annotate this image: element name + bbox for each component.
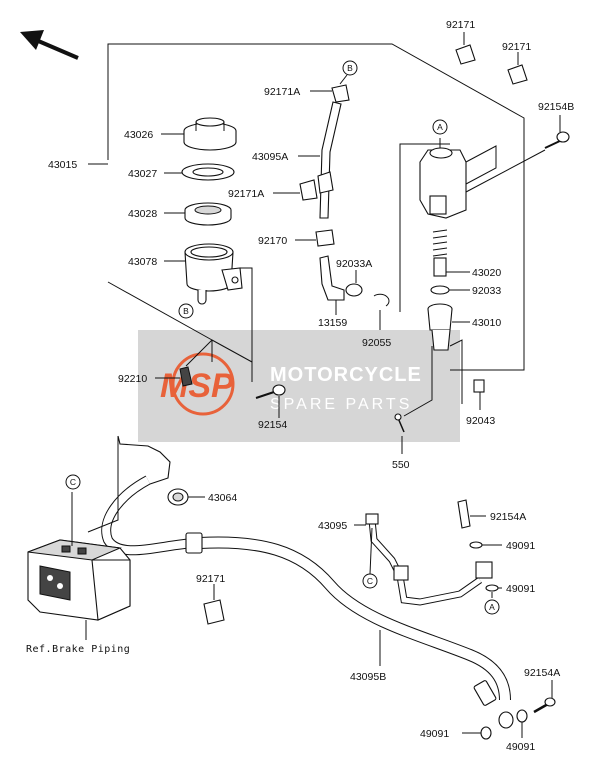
callout-550: 550 bbox=[392, 459, 410, 471]
callout-92171-a: 92171 bbox=[446, 19, 475, 31]
watermark-logo: MSP bbox=[160, 367, 234, 405]
callout-92171-b: 92171 bbox=[502, 41, 531, 53]
callout-92154: 92154 bbox=[258, 419, 287, 431]
clamp-92171-b bbox=[507, 64, 528, 85]
callout-92033A: 92033A bbox=[336, 258, 372, 270]
hose-43095B bbox=[185, 532, 511, 706]
clamp-92171A-mid bbox=[299, 171, 334, 201]
oring-92033A bbox=[345, 283, 363, 297]
clamp-92170 bbox=[315, 229, 335, 247]
diaphragm bbox=[184, 202, 232, 226]
washer-49091-d bbox=[516, 709, 528, 723]
arrow-up-left-icon bbox=[20, 30, 79, 60]
callout-43010: 43010 bbox=[472, 317, 501, 329]
diaphragm-plate bbox=[181, 163, 235, 181]
master-cylinder bbox=[419, 147, 467, 219]
callout-92154A-mid: 92154A bbox=[490, 511, 526, 523]
marker-a-master: A bbox=[432, 119, 448, 135]
grommet-43064 bbox=[167, 488, 189, 506]
svg-text:B: B bbox=[347, 63, 353, 73]
hose-43095A bbox=[319, 101, 342, 219]
callout-43027: 43027 bbox=[128, 168, 157, 180]
abs-unit bbox=[27, 539, 131, 621]
callout-92154A-low: 92154A bbox=[524, 667, 560, 679]
callout-43078: 43078 bbox=[128, 256, 157, 268]
svg-text:C: C bbox=[70, 477, 76, 487]
clamp-92171-a bbox=[455, 44, 476, 65]
svg-text:C: C bbox=[367, 576, 373, 586]
callout-43020: 43020 bbox=[472, 267, 501, 279]
bracket-92210 bbox=[179, 366, 193, 387]
bolt-92043 bbox=[473, 379, 485, 393]
watermark: MSP MOTORCYCLE SPARE PARTS bbox=[138, 330, 460, 442]
callout-49091-a: 49091 bbox=[506, 540, 535, 552]
marker-a-lower: A bbox=[484, 599, 500, 615]
callout-92210: 92210 bbox=[118, 373, 147, 385]
ref-brake-piping-note: Ref.Brake Piping bbox=[26, 644, 130, 655]
svg-text:A: A bbox=[437, 122, 443, 132]
pushrod-43010 bbox=[427, 303, 453, 351]
watermark-line1: MOTORCYCLE bbox=[270, 364, 422, 386]
callout-49091-d: 49091 bbox=[506, 741, 535, 753]
banjo-fitting bbox=[498, 711, 514, 729]
joint-13159 bbox=[319, 255, 345, 301]
circlip-92055 bbox=[373, 293, 390, 307]
marker-c-hose: C bbox=[362, 573, 378, 589]
callout-92171A-top: 92171A bbox=[264, 86, 300, 98]
washer-49091-b bbox=[485, 584, 499, 592]
marker-c-abs: C bbox=[65, 474, 81, 490]
marker-b-reservoir: B bbox=[178, 303, 194, 319]
callout-43064: 43064 bbox=[208, 492, 237, 504]
watermark-line2: SPARE PARTS bbox=[270, 396, 412, 413]
callout-43095: 43095 bbox=[318, 520, 347, 532]
callout-49091-c: 49091 bbox=[420, 728, 449, 740]
washer-49091-a bbox=[469, 541, 483, 549]
bolt-92154A-low bbox=[533, 697, 556, 714]
pin-550 bbox=[394, 413, 405, 433]
callout-13159: 13159 bbox=[318, 317, 347, 329]
callout-92033: 92033 bbox=[472, 285, 501, 297]
bolt-92154 bbox=[255, 384, 286, 399]
callout-43095A: 43095A bbox=[252, 151, 288, 163]
bolt-92154B bbox=[544, 131, 570, 149]
callout-43015: 43015 bbox=[48, 159, 77, 171]
hose-43095 bbox=[365, 513, 493, 606]
reservoir-cap bbox=[183, 117, 237, 151]
callout-49091-b: 49091 bbox=[506, 583, 535, 595]
callout-43095B: 43095B bbox=[350, 671, 386, 683]
callout-43028: 43028 bbox=[128, 208, 157, 220]
brake-pipe bbox=[101, 435, 196, 556]
washer-49091-c bbox=[480, 726, 492, 740]
callout-92171A-mid: 92171A bbox=[228, 188, 264, 200]
svg-text:B: B bbox=[183, 306, 189, 316]
oring-92033 bbox=[430, 285, 450, 295]
callout-92170: 92170 bbox=[258, 235, 287, 247]
reservoir-tank bbox=[184, 243, 243, 305]
callout-92171-low: 92171 bbox=[196, 573, 225, 585]
assembly-outline bbox=[107, 43, 525, 371]
marker-b-top: B bbox=[342, 60, 358, 76]
callout-92055: 92055 bbox=[362, 337, 391, 349]
callout-43026: 43026 bbox=[124, 129, 153, 141]
spring-43020 bbox=[432, 229, 448, 277]
svg-text:A: A bbox=[489, 602, 495, 612]
clamp-92171-low bbox=[203, 599, 225, 625]
callout-92043: 92043 bbox=[466, 415, 495, 427]
callout-92154B: 92154B bbox=[538, 101, 574, 113]
bolt-92154A-mid bbox=[457, 499, 471, 529]
clamp-92171A-top bbox=[331, 84, 350, 103]
